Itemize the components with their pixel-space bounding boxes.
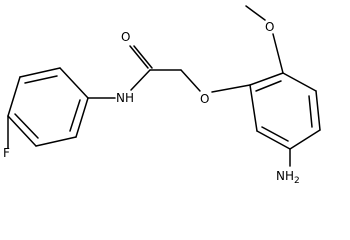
ring-a-inner-bond-2 <box>69 99 81 132</box>
atom-nh: NH <box>116 91 134 105</box>
ring-a-bond-6 <box>7 76 21 117</box>
atom-o-ether: O <box>200 92 209 106</box>
bond-ch2-o-ether <box>180 69 201 92</box>
ring-b-inner-bond-2 <box>308 95 313 128</box>
ring-a-bond-2 <box>59 67 89 99</box>
atom-nh2-subscript: 2 <box>294 176 300 186</box>
bond-ring-o-methoxy <box>272 33 284 74</box>
ring-a-bond-3 <box>75 97 89 138</box>
ring-b-bond-5 <box>256 130 291 150</box>
atom-nh2-main: NH <box>276 169 294 183</box>
ring-b-bond-4 <box>289 129 321 150</box>
ring-b-bond-6 <box>249 84 258 132</box>
ring-a-inner-bond-3 <box>14 113 39 139</box>
atom-o-methoxy: O <box>265 20 274 34</box>
ring-b-bond-1 <box>249 72 284 86</box>
atom-o-carbonyl: O <box>121 30 130 44</box>
atom-nh2: NH2 <box>276 169 300 186</box>
bond-carbonyl-double-b <box>133 45 153 69</box>
ring-b-bond-3 <box>315 90 321 131</box>
ring-a-bond-4 <box>35 136 77 147</box>
molecule-structure-diagram: F NH O O O NH2 <box>3 5 321 186</box>
ring-a-inner-bond-1 <box>24 75 58 84</box>
bond-nh-carbonyl-carbon <box>130 69 151 91</box>
fluorophenyl-ring <box>7 67 89 147</box>
ring-a-bond-5 <box>7 115 37 147</box>
bond-o-ether-ring <box>211 84 251 93</box>
bond-o-methyl <box>245 5 266 21</box>
ring-b-inner-bond-1 <box>255 80 282 92</box>
ring-b-bond-2 <box>282 72 317 92</box>
ring-b-inner-bond-3 <box>261 126 289 142</box>
atom-f: F <box>3 146 10 160</box>
bond-carbonyl-double-a <box>129 45 149 69</box>
ring-a-bond-1 <box>19 67 61 78</box>
methoxy-aniline-ring <box>249 72 321 150</box>
